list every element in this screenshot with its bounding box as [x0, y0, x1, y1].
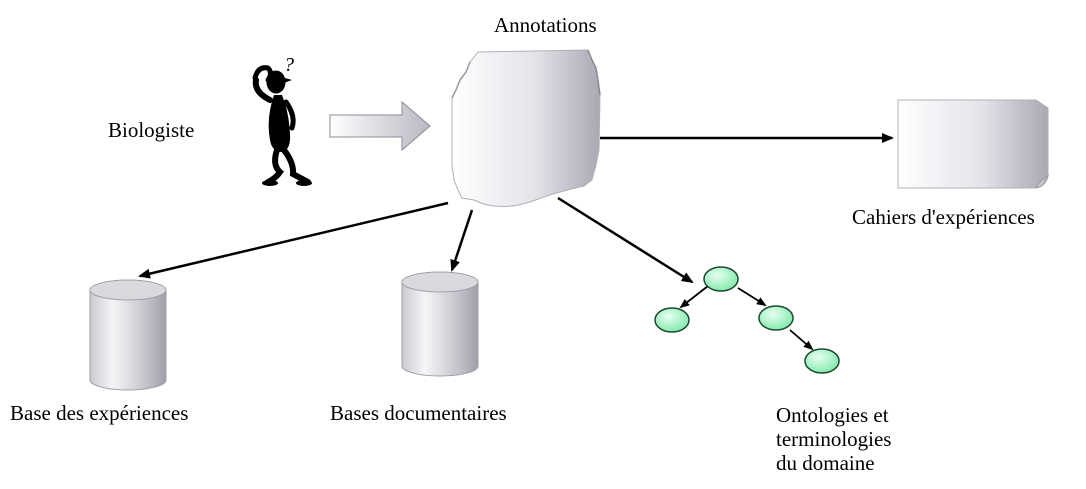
database-icon [89, 279, 167, 391]
document-icon [451, 49, 601, 207]
ontologies-label: Ontologies et terminologies du domaine [776, 403, 891, 475]
ontology-node [758, 305, 794, 331]
ontology-node [703, 266, 739, 292]
bases-documentaires-label: Bases documentaires [330, 401, 507, 425]
cahiers-label: Cahiers d'expériences [852, 205, 1035, 229]
tree-nodes-icon [654, 266, 840, 374]
arrow-annotations-to-bases-documentaires [450, 209, 474, 272]
ontology-node [654, 307, 690, 333]
thinking-person-icon: ? [252, 54, 312, 186]
ontology-node [804, 348, 840, 374]
notebook-icon [897, 99, 1050, 189]
ontologies-label-line1: Ontologies et [776, 403, 889, 427]
database-icon [401, 271, 479, 377]
arrow-annotations-to-ontologies [557, 196, 694, 284]
ontologies-label-line3: du domaine [776, 451, 875, 475]
base-experiences-label: Base des expériences [10, 401, 189, 425]
arrow-annotations-to-base-experiences [138, 201, 449, 279]
ontologies-label-line2: terminologies [776, 427, 892, 451]
svg-text:?: ? [284, 54, 294, 76]
right-arrow-icon [329, 100, 431, 152]
biologiste-label: Biologiste [108, 118, 195, 142]
annotations-label: Annotations [494, 13, 597, 37]
